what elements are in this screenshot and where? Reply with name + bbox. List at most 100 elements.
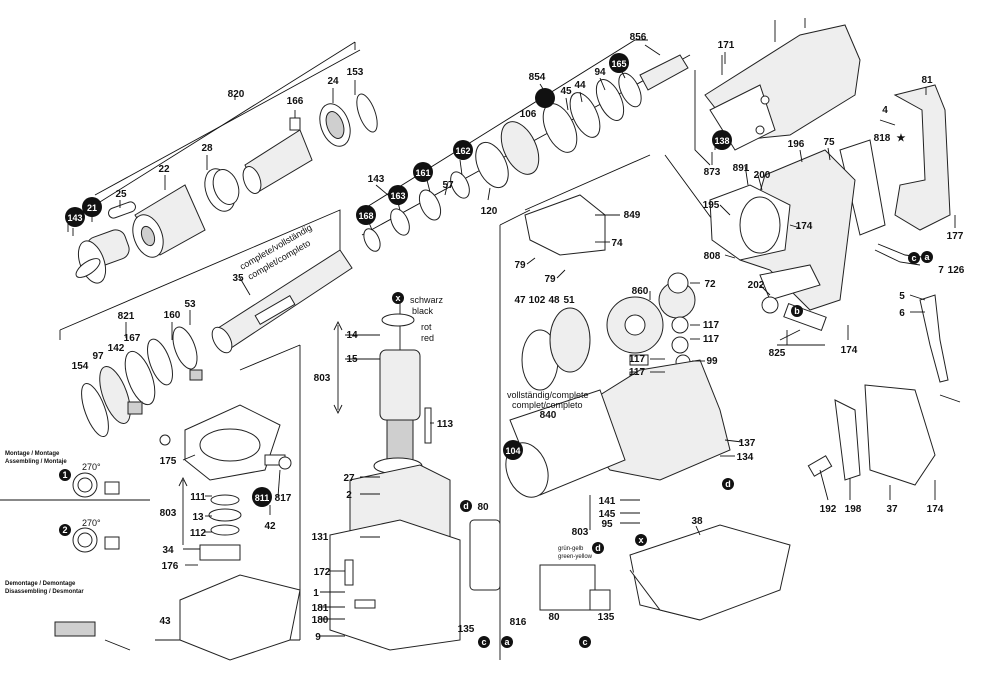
disassembly-title-1: Demontage / Demontage <box>5 581 76 587</box>
label-14: 14 <box>346 330 358 341</box>
complete-text-4: complet/completo <box>512 400 583 410</box>
label-51: 51 <box>563 295 575 306</box>
label-53: 53 <box>184 299 196 310</box>
label-81: 81 <box>921 75 933 86</box>
label-43: 43 <box>159 616 171 627</box>
marker-c3: c <box>582 637 587 647</box>
label-817: 817 <box>275 493 292 504</box>
label-180: 180 <box>312 615 329 626</box>
label-177: 177 <box>947 231 964 242</box>
marker-b: b <box>794 306 800 316</box>
svg-text:168: 168 <box>358 211 373 221</box>
label-72: 72 <box>704 279 716 290</box>
label-820: 820 <box>228 89 245 100</box>
step1-angle: 270° <box>82 462 101 472</box>
label-153: 153 <box>347 67 364 78</box>
wire-black: black <box>412 306 434 316</box>
label-202: 202 <box>748 280 765 291</box>
label-106: 106 <box>520 109 537 120</box>
label-120: 120 <box>481 206 498 217</box>
black-marker-labels: 143 21 168 163 161 162 165 138 104 811 <box>67 59 729 503</box>
label-80a: 80 <box>477 502 489 513</box>
label-134: 134 <box>737 452 754 463</box>
label-79a: 79 <box>514 260 526 271</box>
handle-side <box>807 384 936 486</box>
marker-d2: d <box>463 501 469 511</box>
marker-a2: a <box>504 637 510 647</box>
label-803b: 803 <box>314 373 331 384</box>
label-803c: 803 <box>160 508 177 519</box>
marker-d3: d <box>595 543 601 553</box>
label-160: 160 <box>164 310 181 321</box>
spindle-assembly <box>81 249 353 438</box>
letter-marker-text: x x a b c d d d c a c <box>395 252 930 647</box>
label-171: 171 <box>718 40 735 51</box>
top-left-assembly <box>75 49 378 284</box>
label-13: 13 <box>192 512 204 523</box>
label-34: 34 <box>162 545 174 556</box>
brush-holder <box>159 404 292 481</box>
marker-x2: x <box>638 535 643 545</box>
label-42: 42 <box>264 521 276 532</box>
marker-d1: d <box>725 479 731 489</box>
svg-text:21: 21 <box>87 203 97 213</box>
label-7: 7 <box>938 265 944 276</box>
label-135a: 135 <box>458 624 475 635</box>
wire-rot: rot <box>421 322 432 332</box>
label-175: 175 <box>160 456 177 467</box>
label-854: 854 <box>529 72 546 83</box>
label-860: 860 <box>632 286 649 297</box>
complete-text-3: vollständig/complete <box>507 390 589 400</box>
label-172: 172 <box>314 567 331 578</box>
label-181: 181 <box>312 603 329 614</box>
label-80b: 80 <box>548 612 560 623</box>
label-856: 856 <box>630 32 647 43</box>
label-79b: 79 <box>544 274 556 285</box>
gear-housing <box>505 194 731 498</box>
svg-text:1: 1 <box>62 470 67 480</box>
label-25: 25 <box>115 189 127 200</box>
label-137: 137 <box>739 438 756 449</box>
label-star: ★ <box>897 133 906 144</box>
label-195: 195 <box>703 200 720 211</box>
label-47: 47 <box>514 295 526 306</box>
label-816: 816 <box>510 617 527 628</box>
label-97: 97 <box>92 351 104 362</box>
svg-text:811: 811 <box>255 493 270 503</box>
label-117b: 117 <box>703 334 720 345</box>
label-75: 75 <box>823 137 835 148</box>
label-808: 808 <box>704 251 721 262</box>
svg-text:161: 161 <box>415 168 430 178</box>
marker-c2: c <box>481 637 486 647</box>
label-167: 167 <box>124 333 141 344</box>
label-15: 15 <box>346 354 358 365</box>
label-35: 35 <box>232 273 244 284</box>
part-labels: 820 153 24 166 28 22 25 143 35 854 45 44… <box>72 32 965 643</box>
field-housing <box>329 464 461 651</box>
label-4: 4 <box>882 105 888 116</box>
assembly-title-2: Assembling / Montaje <box>5 459 67 465</box>
label-841: 143 <box>368 174 385 185</box>
wire-schwarz: schwarz <box>410 295 444 305</box>
black-markers <box>65 53 732 507</box>
label-135b: 135 <box>598 612 615 623</box>
bottom-cover <box>629 524 791 621</box>
label-111: 111 <box>190 492 206 503</box>
marker-a1: a <box>924 252 930 262</box>
svg-text:138: 138 <box>714 136 729 146</box>
base-cover <box>179 494 301 661</box>
label-9: 9 <box>315 632 321 643</box>
label-112: 112 <box>190 528 207 539</box>
marker-x1: x <box>395 293 400 303</box>
disassembly-title-2: Disassembling / Desmontar <box>5 589 84 595</box>
label-174a: 174 <box>796 221 813 232</box>
tool-holder-assembly <box>361 54 691 252</box>
label-44: 44 <box>574 80 586 91</box>
label-102: 102 <box>529 295 546 306</box>
label-117c: 117 <box>629 354 646 365</box>
brackets <box>178 320 825 545</box>
label-48: 48 <box>548 295 560 306</box>
label-154: 154 <box>72 361 89 372</box>
